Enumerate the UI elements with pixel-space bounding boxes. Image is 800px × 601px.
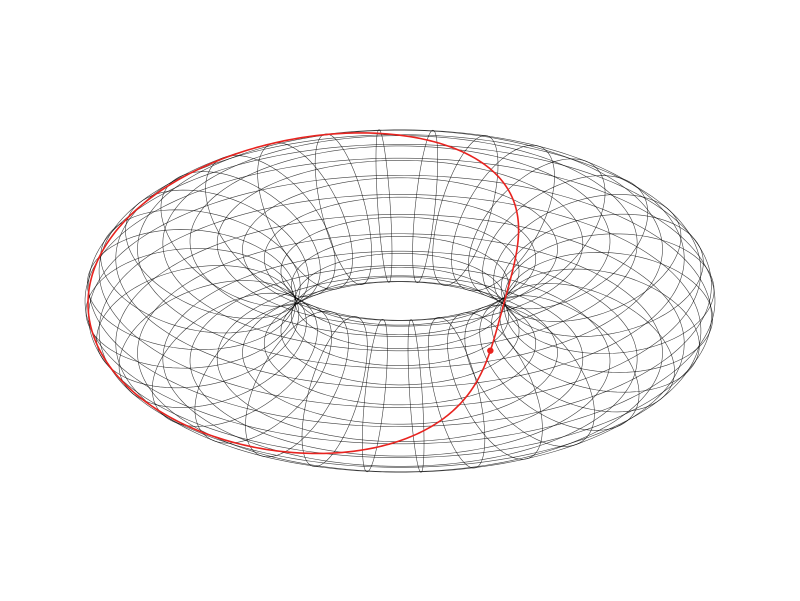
latitude-circle [216, 160, 584, 327]
longitude-circle [85, 248, 296, 369]
longitude-circle [504, 233, 715, 354]
longitude-circle [432, 135, 499, 286]
longitude-circle [493, 194, 682, 322]
latitude-circle [242, 177, 558, 321]
longitude-circle [412, 129, 439, 283]
longitude-circle [160, 171, 321, 307]
longitude-circle [301, 316, 368, 467]
curve-point-marker [487, 347, 494, 354]
longitude-circle [205, 155, 336, 297]
longitude-circle [464, 305, 595, 447]
curve-layer [87, 132, 520, 455]
longitude-circle [118, 280, 307, 408]
longitude-circle [482, 175, 649, 310]
latitude-circle [162, 135, 638, 352]
longitude-circle [427, 317, 486, 469]
longitude-circle [125, 189, 309, 319]
longitude-circle [499, 268, 700, 393]
longitude-wireframe [85, 129, 715, 473]
longitude-circle [468, 158, 606, 299]
longitude-circle [151, 292, 318, 427]
latitude-circle [263, 281, 537, 406]
latitude-circle [242, 281, 558, 425]
surface-curve [87, 132, 520, 455]
latitude-wireframe [84, 129, 716, 473]
longitude-circle [375, 129, 393, 283]
longitude-circle [479, 295, 640, 431]
longitude-circle [451, 144, 555, 292]
longitude-circle [407, 319, 425, 473]
longitude-circle [361, 319, 388, 473]
latitude-circle [98, 134, 702, 408]
longitude-circle [194, 303, 332, 444]
latitude-circle [162, 250, 638, 467]
latitude-circle [280, 216, 520, 326]
longitude-circle [500, 213, 704, 337]
longitude-circle [491, 283, 675, 413]
latitude-circle [263, 196, 537, 321]
longitude-circle [100, 209, 301, 334]
longitude-circle [314, 133, 373, 285]
latitude-circle [216, 275, 584, 442]
longitude-circle [96, 265, 300, 389]
longitude-circle [86, 229, 297, 350]
longitude-circle [503, 252, 714, 373]
longitude-circle [257, 142, 353, 290]
latitude-circle [294, 253, 506, 349]
longitude-circle [245, 310, 349, 458]
latitude-circle [84, 157, 716, 445]
longitude-circle [447, 312, 543, 460]
